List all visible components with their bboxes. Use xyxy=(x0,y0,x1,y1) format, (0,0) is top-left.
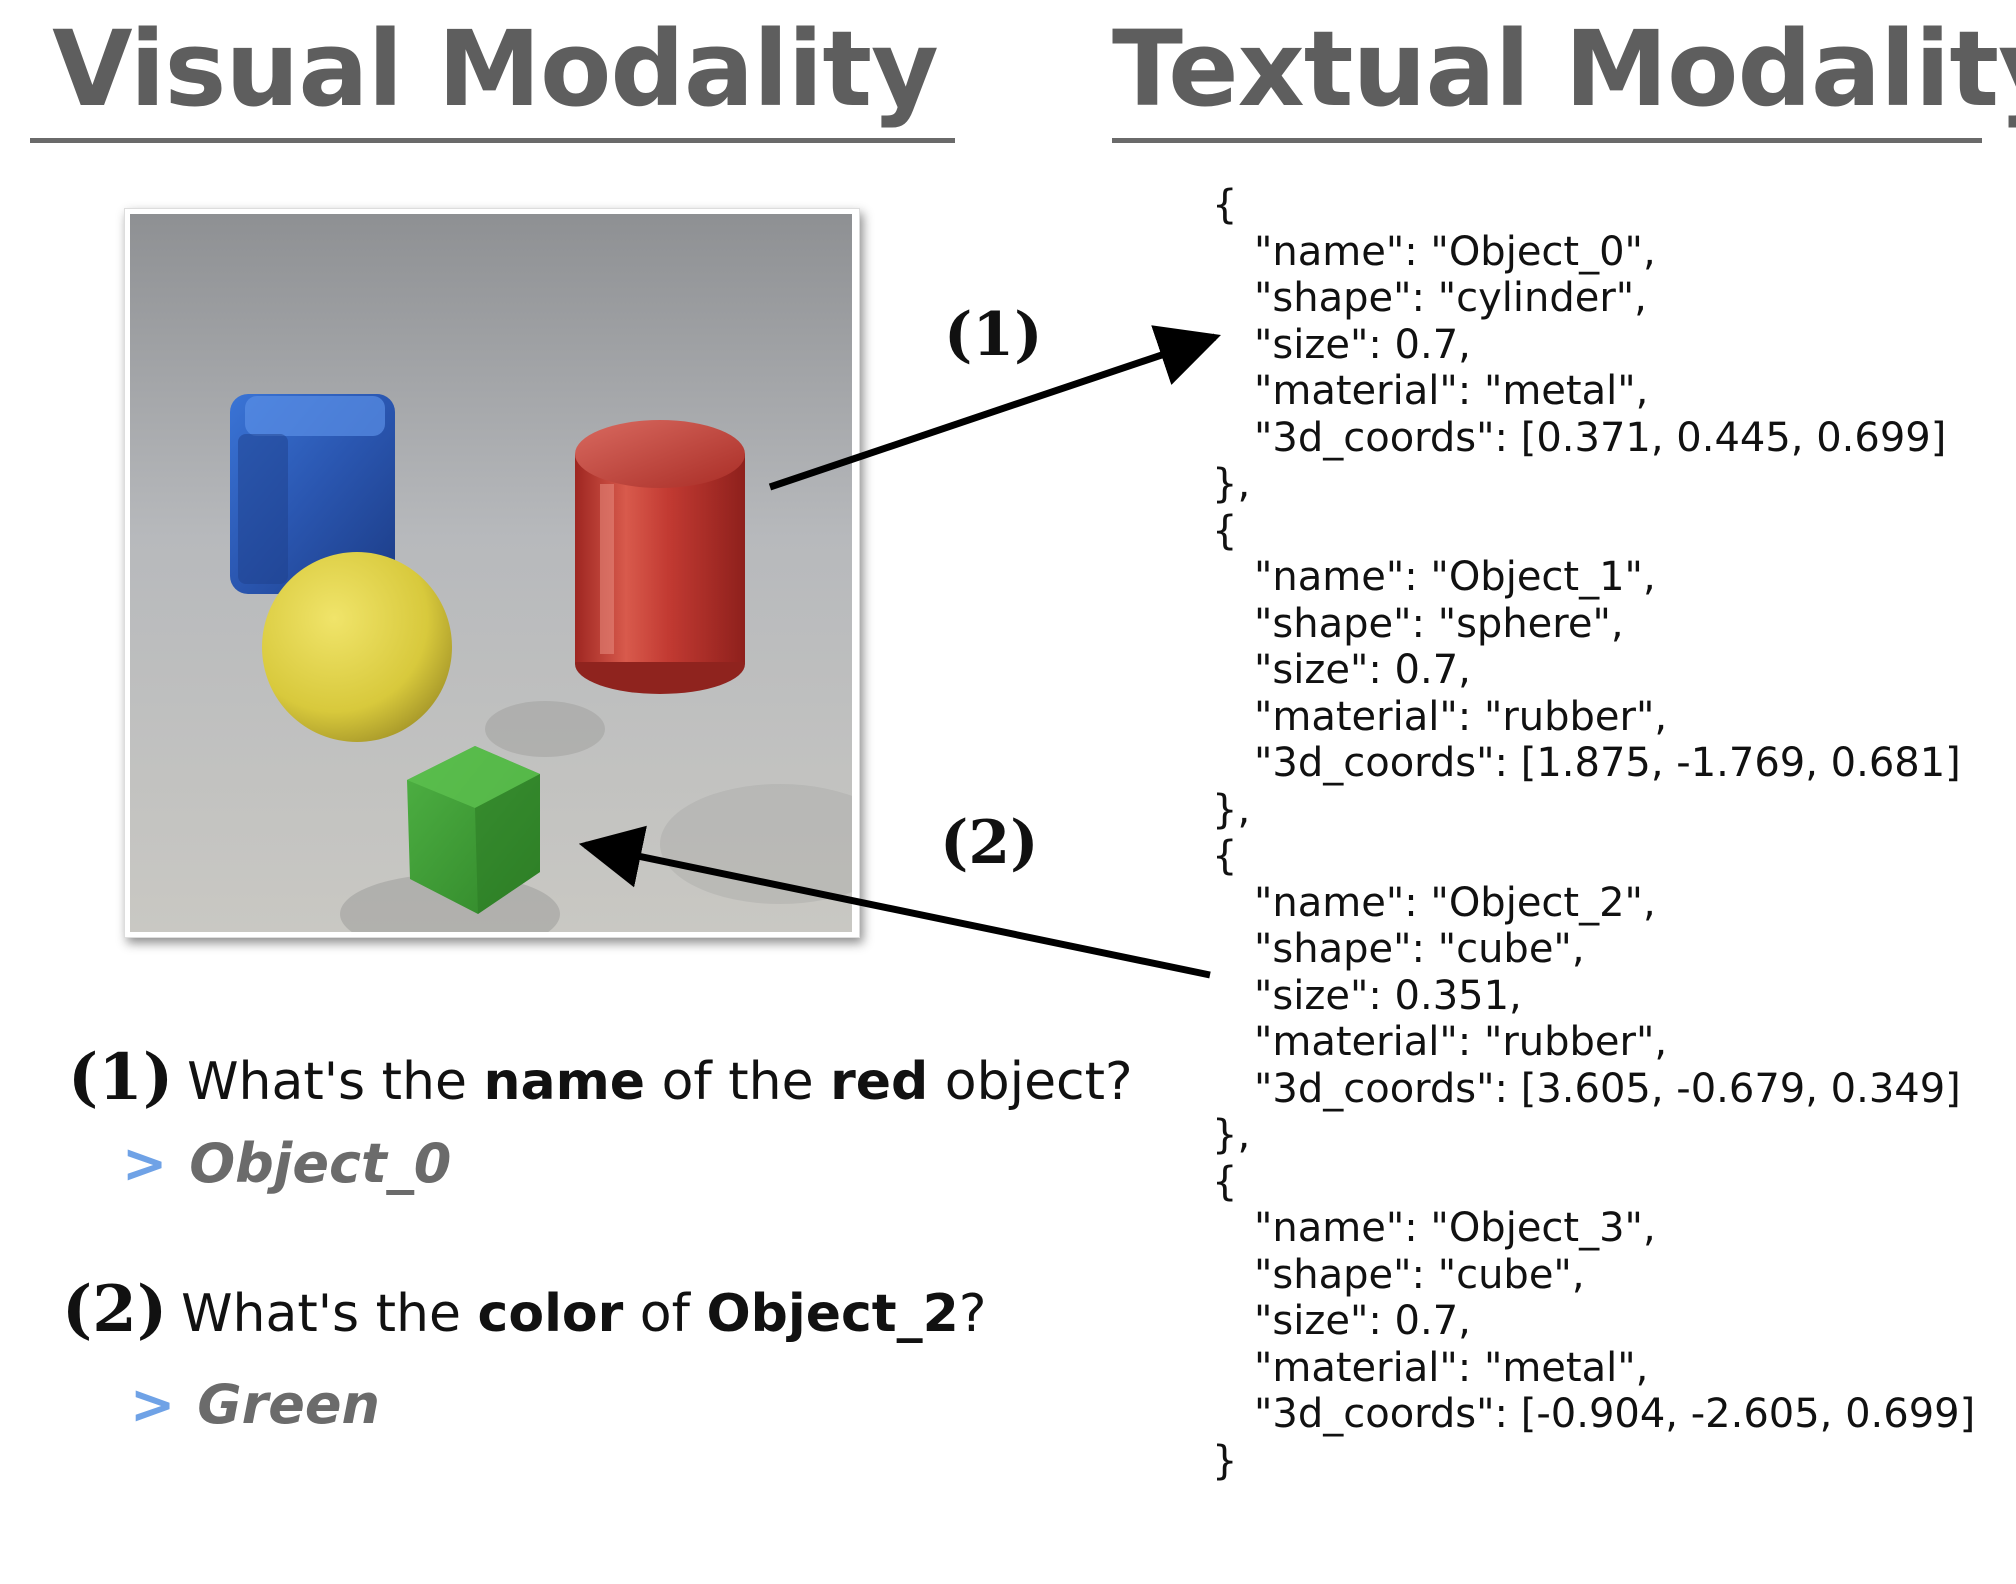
visual-modality-heading: Visual Modality xyxy=(52,8,939,130)
blue-cube xyxy=(230,394,395,594)
question-1-emph: red xyxy=(830,1052,929,1112)
json-field-line: "3d_coords": [0.371, 0.445, 0.699] xyxy=(1254,414,1947,461)
json-field-line: "material": "rubber", xyxy=(1254,1019,1668,1065)
json-brace-line: { xyxy=(1212,507,1238,554)
question-1: (1)What's the name of the red object? xyxy=(68,1040,1133,1115)
json-field-line: "size": 0.7, xyxy=(1254,647,1471,693)
json-brace-line: }, xyxy=(1212,786,1251,833)
question-2-part: of xyxy=(623,1284,707,1344)
json-field-line: "name": "Object_3", xyxy=(1254,1205,1656,1251)
json-field-line: "name": "Object_1", xyxy=(1254,554,1656,600)
json-field-line: "shape": "cylinder", xyxy=(1254,275,1647,321)
question-1-part: What's the xyxy=(187,1052,484,1112)
json-brace-line: } xyxy=(1212,1437,1238,1484)
question-1-part: of the xyxy=(645,1052,831,1112)
arrow-label-1: (1) xyxy=(944,300,1043,370)
scene-json-text: { "name": "Object_0","shape": "cylinder",… xyxy=(1212,182,1975,1484)
textual-heading-rule xyxy=(1112,138,1982,143)
question-1-emph: name xyxy=(483,1052,646,1112)
answer-2: > Green xyxy=(130,1373,380,1436)
answer-2-marker: > xyxy=(130,1373,176,1436)
scene-image xyxy=(124,208,860,938)
json-field-line: "3d_coords": [1.875, -1.769, 0.681] xyxy=(1254,740,1961,786)
question-1-part: object? xyxy=(928,1052,1133,1112)
textual-modality-heading: Textual Modality xyxy=(1112,8,2016,130)
question-2-emph: Object_2 xyxy=(706,1284,959,1344)
json-field-line: "name": "Object_2", xyxy=(1254,879,1656,926)
answer-1: > Object_0 xyxy=(122,1132,451,1195)
json-field-line: "shape": "cube", xyxy=(1254,926,1585,972)
red-cylinder xyxy=(575,420,745,694)
scene-render xyxy=(130,214,852,932)
json-field-line: "size": 0.7, xyxy=(1254,321,1471,368)
answer-2-text: Green xyxy=(197,1373,380,1436)
json-brace-line: { xyxy=(1212,833,1238,879)
json-field-line: "material": "metal", xyxy=(1254,368,1649,414)
json-field-line: "shape": "sphere", xyxy=(1254,600,1624,647)
yellow-sphere xyxy=(262,552,452,742)
json-brace-line: }, xyxy=(1212,1112,1251,1158)
json-field-line: "shape": "cube", xyxy=(1254,1251,1585,1298)
arrow-cylinder-to-object0 xyxy=(768,325,1221,491)
question-2-number: (2) xyxy=(62,1272,168,1347)
arrow-object2-to-cube xyxy=(578,825,1211,979)
question-2: (2)What's the color of Object_2? xyxy=(62,1272,986,1347)
question-2-part: What's the xyxy=(181,1284,478,1344)
json-field-line: "material": "rubber", xyxy=(1254,693,1668,740)
json-field-line: "name": "Object_0", xyxy=(1254,228,1656,275)
question-2-emph: color xyxy=(477,1284,624,1344)
question-1-number: (1) xyxy=(68,1040,174,1115)
answer-1-text: Object_0 xyxy=(189,1132,452,1195)
json-field-line: "material": "metal", xyxy=(1254,1344,1649,1391)
visual-heading-rule xyxy=(30,138,955,143)
json-field-line: "size": 0.7, xyxy=(1254,1298,1471,1344)
json-brace-line: { xyxy=(1212,1158,1238,1205)
json-field-line: "3d_coords": [-0.904, -2.605, 0.699] xyxy=(1254,1391,1976,1437)
arrow-label-2: (2) xyxy=(940,808,1039,878)
json-field-line: "3d_coords": [3.605, -0.679, 0.349] xyxy=(1254,1065,1961,1112)
json-brace-line: { xyxy=(1212,182,1238,228)
green-cube xyxy=(407,746,540,914)
json-brace-line: }, xyxy=(1212,461,1251,507)
answer-1-marker: > xyxy=(122,1132,168,1195)
json-field-line: "size": 0.351, xyxy=(1254,972,1522,1019)
question-2-part: ? xyxy=(958,1284,987,1344)
